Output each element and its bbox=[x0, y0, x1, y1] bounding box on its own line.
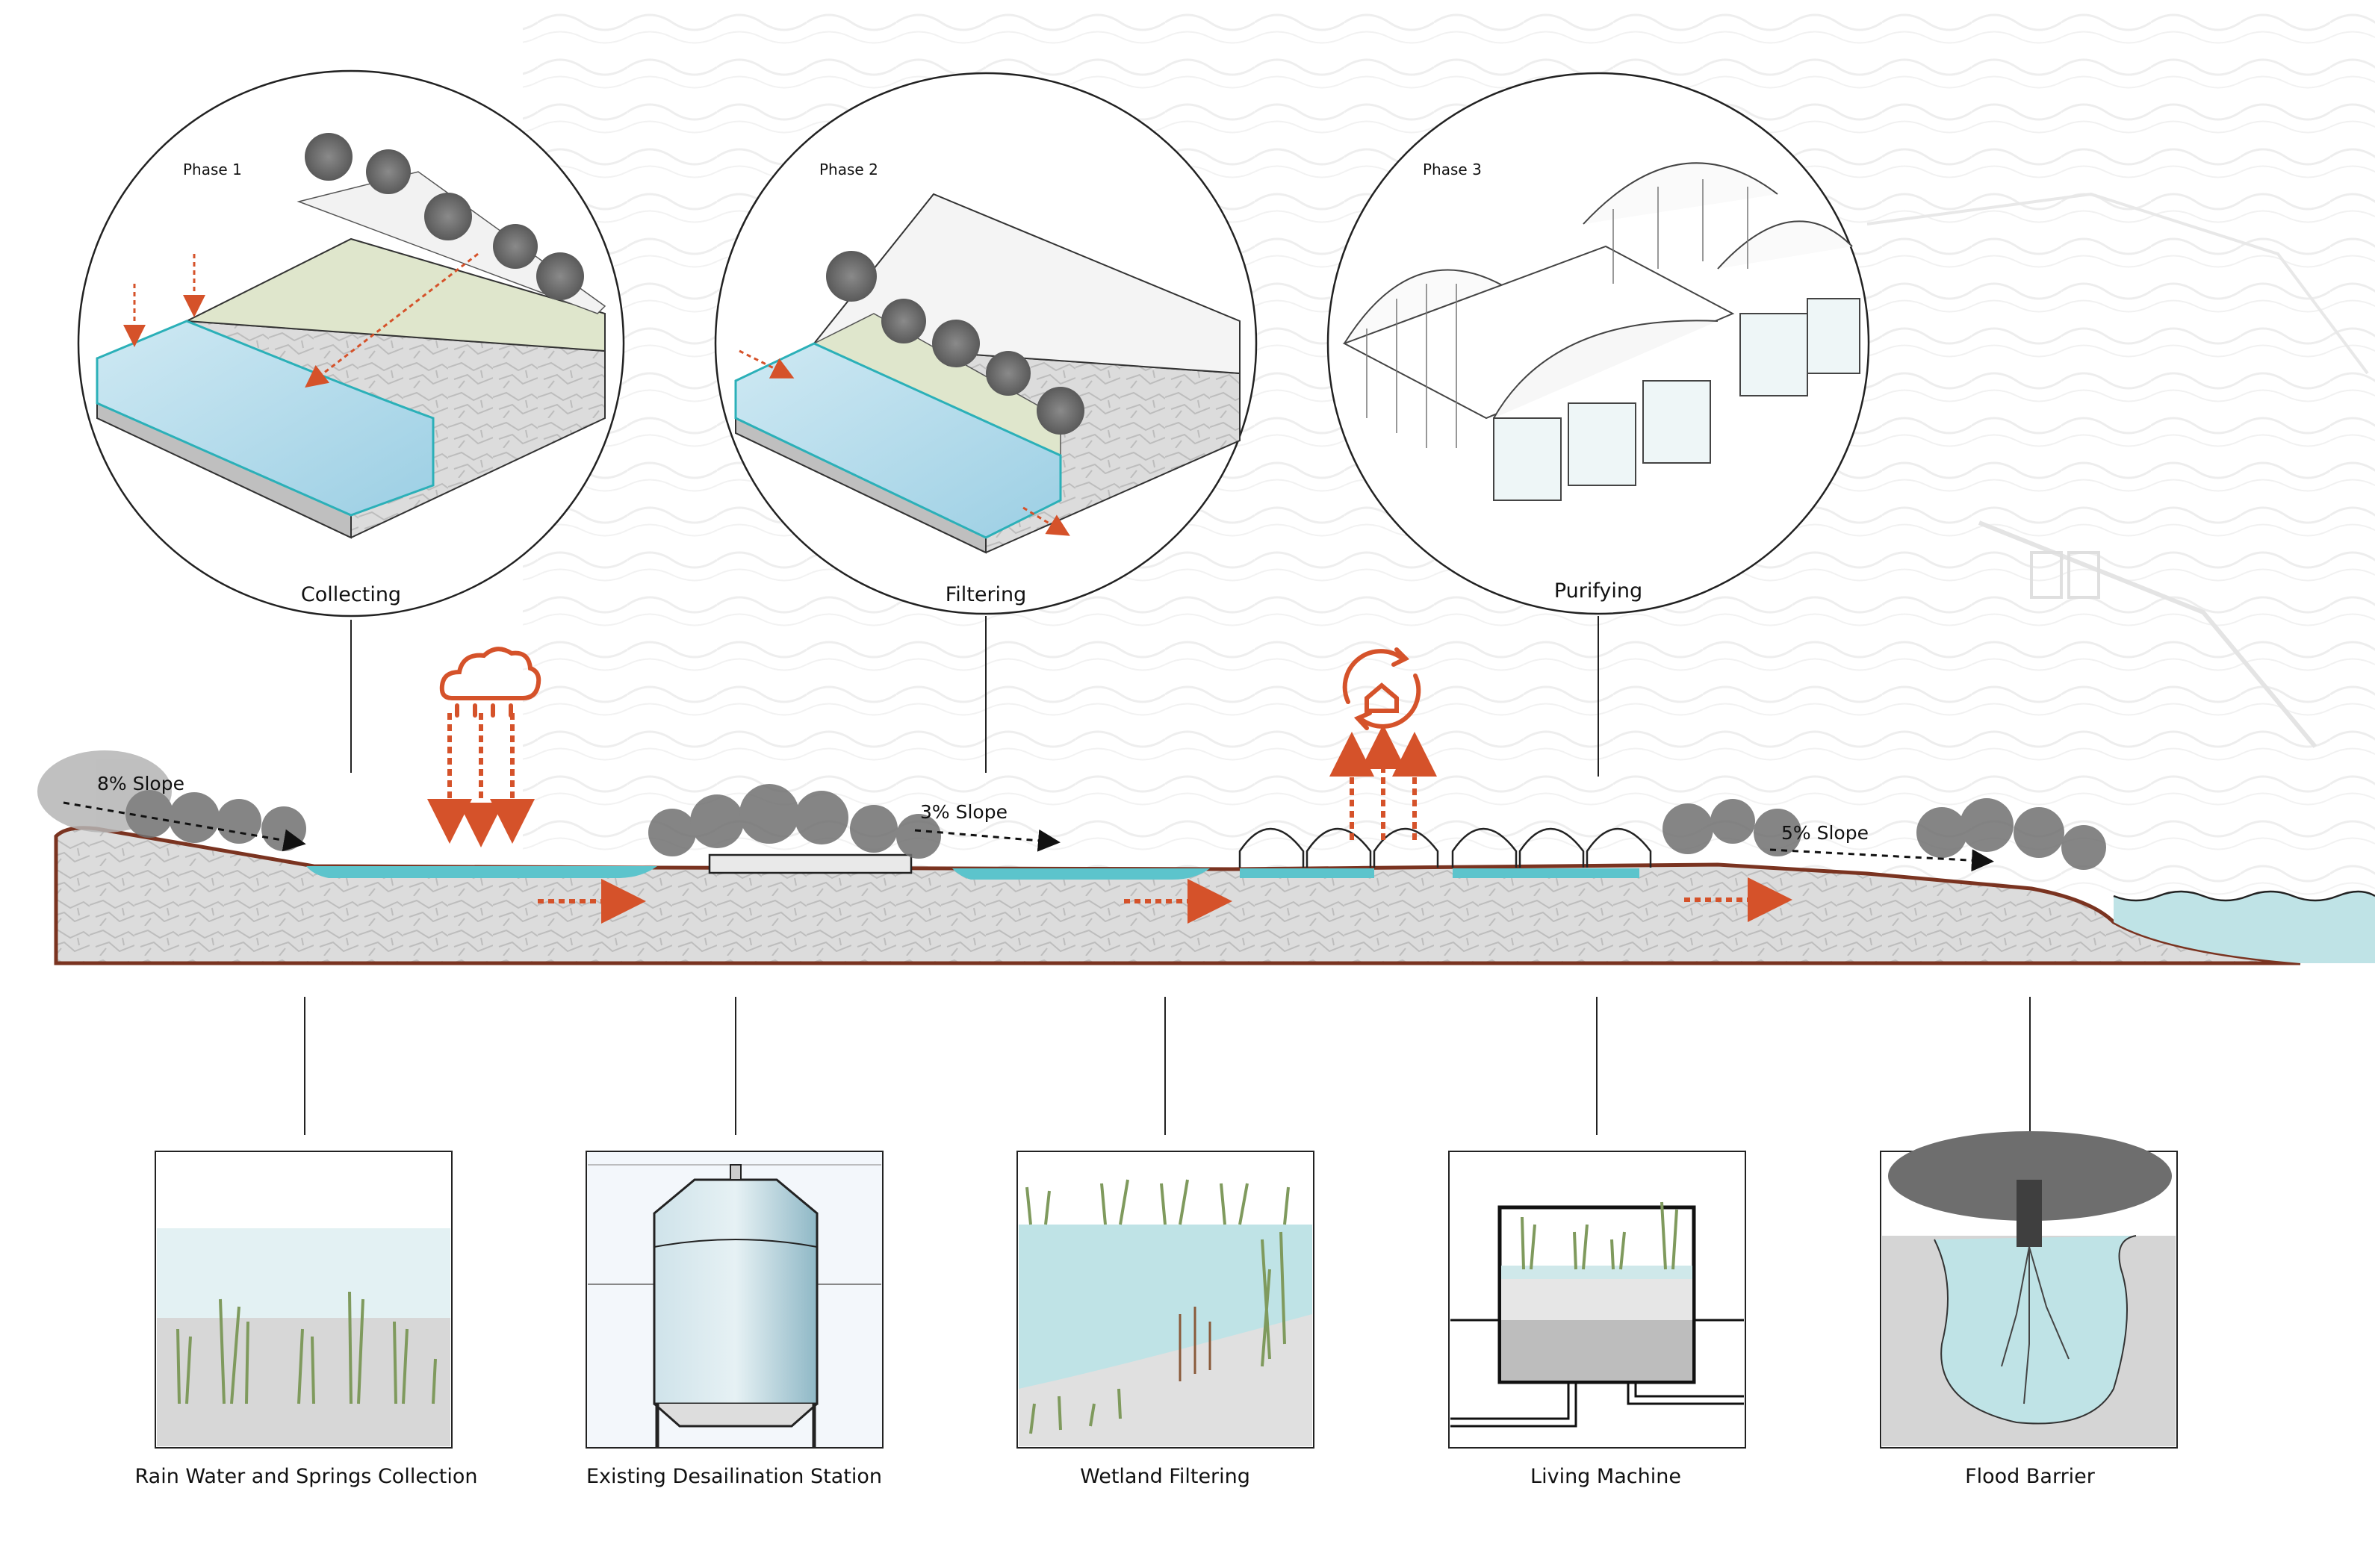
caption-desalination: Existing Desailination Station bbox=[586, 1465, 882, 1488]
phase-3-tag: Phase 3 bbox=[1423, 161, 1482, 178]
caption-living-machine: Living Machine bbox=[1530, 1465, 1681, 1488]
slope-label-3: 3% Slope bbox=[920, 801, 1008, 823]
greenhouse-iso bbox=[1342, 162, 1860, 501]
caption-wetland: Wetland Filtering bbox=[1080, 1465, 1250, 1488]
evaporation-arrows bbox=[1329, 724, 1437, 840]
filtering-iso-block bbox=[734, 193, 1241, 554]
slope-label-8: 8% Slope bbox=[97, 773, 184, 794]
panel-rain-water bbox=[155, 1151, 453, 1449]
phase-2-name: Filtering bbox=[946, 583, 1027, 606]
phase-1-name: Collecting bbox=[301, 583, 401, 606]
phase-2-circle: Phase 2 Filtering bbox=[714, 72, 1258, 773]
site-section: 8% Slope 3% Slope 5% Slope bbox=[37, 647, 2375, 965]
section-greenhouses bbox=[1238, 827, 1652, 868]
panel-desalination bbox=[586, 1151, 884, 1449]
section-trees bbox=[37, 750, 2106, 870]
rain-cloud-icon bbox=[439, 647, 541, 718]
recycle-house-icon bbox=[1342, 647, 1421, 730]
panel-flood-barrier bbox=[1880, 1131, 2178, 1449]
phase-3-circle: Phase 3 Purifying bbox=[1326, 72, 1870, 777]
phase-1-circle: Phase 1 Collecting bbox=[77, 69, 625, 773]
rain-arrows bbox=[427, 713, 535, 847]
flow-arrows bbox=[538, 877, 1792, 924]
slope-label-5: 5% Slope bbox=[1781, 822, 1869, 844]
caption-flood-barrier: Flood Barrier bbox=[1965, 1465, 2096, 1488]
collecting-iso-block bbox=[96, 133, 606, 539]
caption-rain-water: Rain Water and Springs Collection bbox=[134, 1465, 477, 1488]
connector-lines bbox=[304, 997, 2031, 1135]
phase-1-tag: Phase 1 bbox=[183, 161, 242, 178]
phase-3-name: Purifying bbox=[1554, 579, 1642, 603]
phase-2-tag: Phase 2 bbox=[819, 161, 878, 178]
panel-living-machine bbox=[1448, 1151, 1746, 1449]
panel-wetland bbox=[1016, 1151, 1314, 1449]
